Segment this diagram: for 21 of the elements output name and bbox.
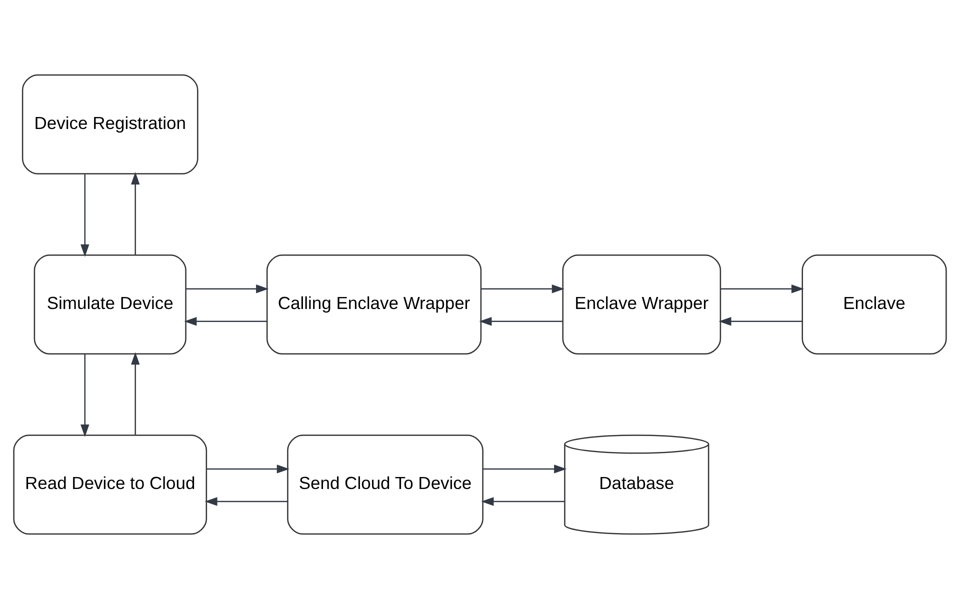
arrow — [481, 497, 565, 506]
arrow — [130, 352, 140, 435]
arrow — [186, 284, 269, 294]
node-box: Enclave Wrapper — [562, 254, 722, 355]
arrow — [204, 497, 288, 506]
arrow — [483, 464, 567, 474]
arrow — [720, 284, 804, 294]
node-box: Enclave — [802, 254, 947, 355]
node-box: Calling Enclave Wrapper — [266, 254, 482, 355]
arrow — [479, 317, 563, 326]
node-box: Read Device to Cloud — [13, 434, 208, 535]
arrow — [206, 464, 290, 474]
node-box: Simulate Device — [34, 254, 186, 355]
arrow — [718, 317, 802, 326]
arrow — [80, 354, 90, 437]
arrow — [480, 284, 564, 294]
arrow — [80, 174, 90, 257]
arrow — [130, 172, 140, 255]
node-box: Device Registration — [22, 74, 198, 174]
arrow — [184, 317, 268, 326]
node-box: Send Cloud To Device — [287, 434, 484, 535]
